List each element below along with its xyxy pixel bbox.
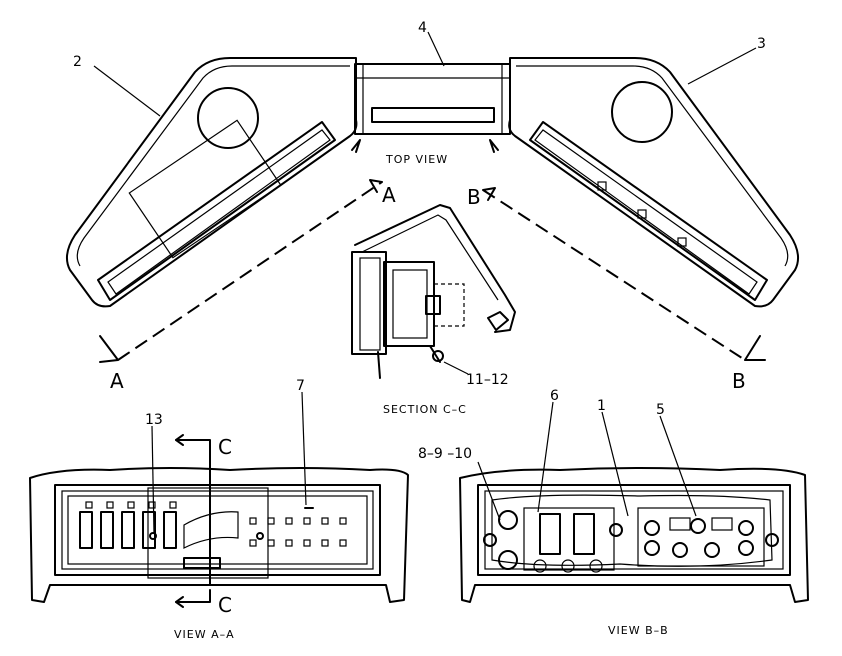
section-marker-c-bottom: C (218, 593, 232, 617)
switch-bank (79, 501, 177, 549)
callout-5: 5 (656, 402, 665, 418)
callout-6: 6 (550, 388, 559, 404)
section-cc-caption: SECTION C–C (383, 403, 467, 416)
callout-1: 1 (597, 398, 606, 414)
view-bb-panel (459, 401, 809, 603)
gauge (183, 511, 264, 569)
callout-7: 7 (296, 378, 305, 394)
view-aa-panel (29, 391, 409, 608)
leader-2 (93, 65, 161, 117)
view-marker-b-top: B (467, 185, 481, 209)
view-marker-b-bottom: B (732, 369, 746, 393)
left-wing-housing (65, 57, 358, 308)
top-view-assembly (65, 57, 800, 308)
top-view-caption: TOP VIEW (385, 153, 448, 166)
leader-3 (687, 47, 757, 85)
callout-8-9-10: 8–9 –10 (418, 446, 472, 462)
callout-13: 13 (145, 412, 163, 428)
view-bb-caption: VIEW B–B (608, 624, 669, 637)
leader-4 (427, 31, 445, 67)
right-wing-housing (508, 57, 800, 308)
view-aa-caption: VIEW A–A (174, 628, 235, 641)
indicator-grid (249, 507, 347, 547)
center-housing (354, 63, 511, 135)
view-arrow-b (482, 187, 766, 361)
section-cc-drawing (351, 204, 516, 379)
view-arrow-a (99, 179, 383, 363)
section-marker-c-top: C (218, 435, 232, 459)
callout-11-12: 11–12 (466, 372, 509, 388)
callout-2: 2 (73, 54, 82, 70)
callout-4: 4 (418, 20, 427, 36)
callout-3: 3 (757, 36, 766, 52)
view-marker-a-bottom: A (110, 369, 124, 393)
view-marker-a-top: A (382, 183, 396, 207)
